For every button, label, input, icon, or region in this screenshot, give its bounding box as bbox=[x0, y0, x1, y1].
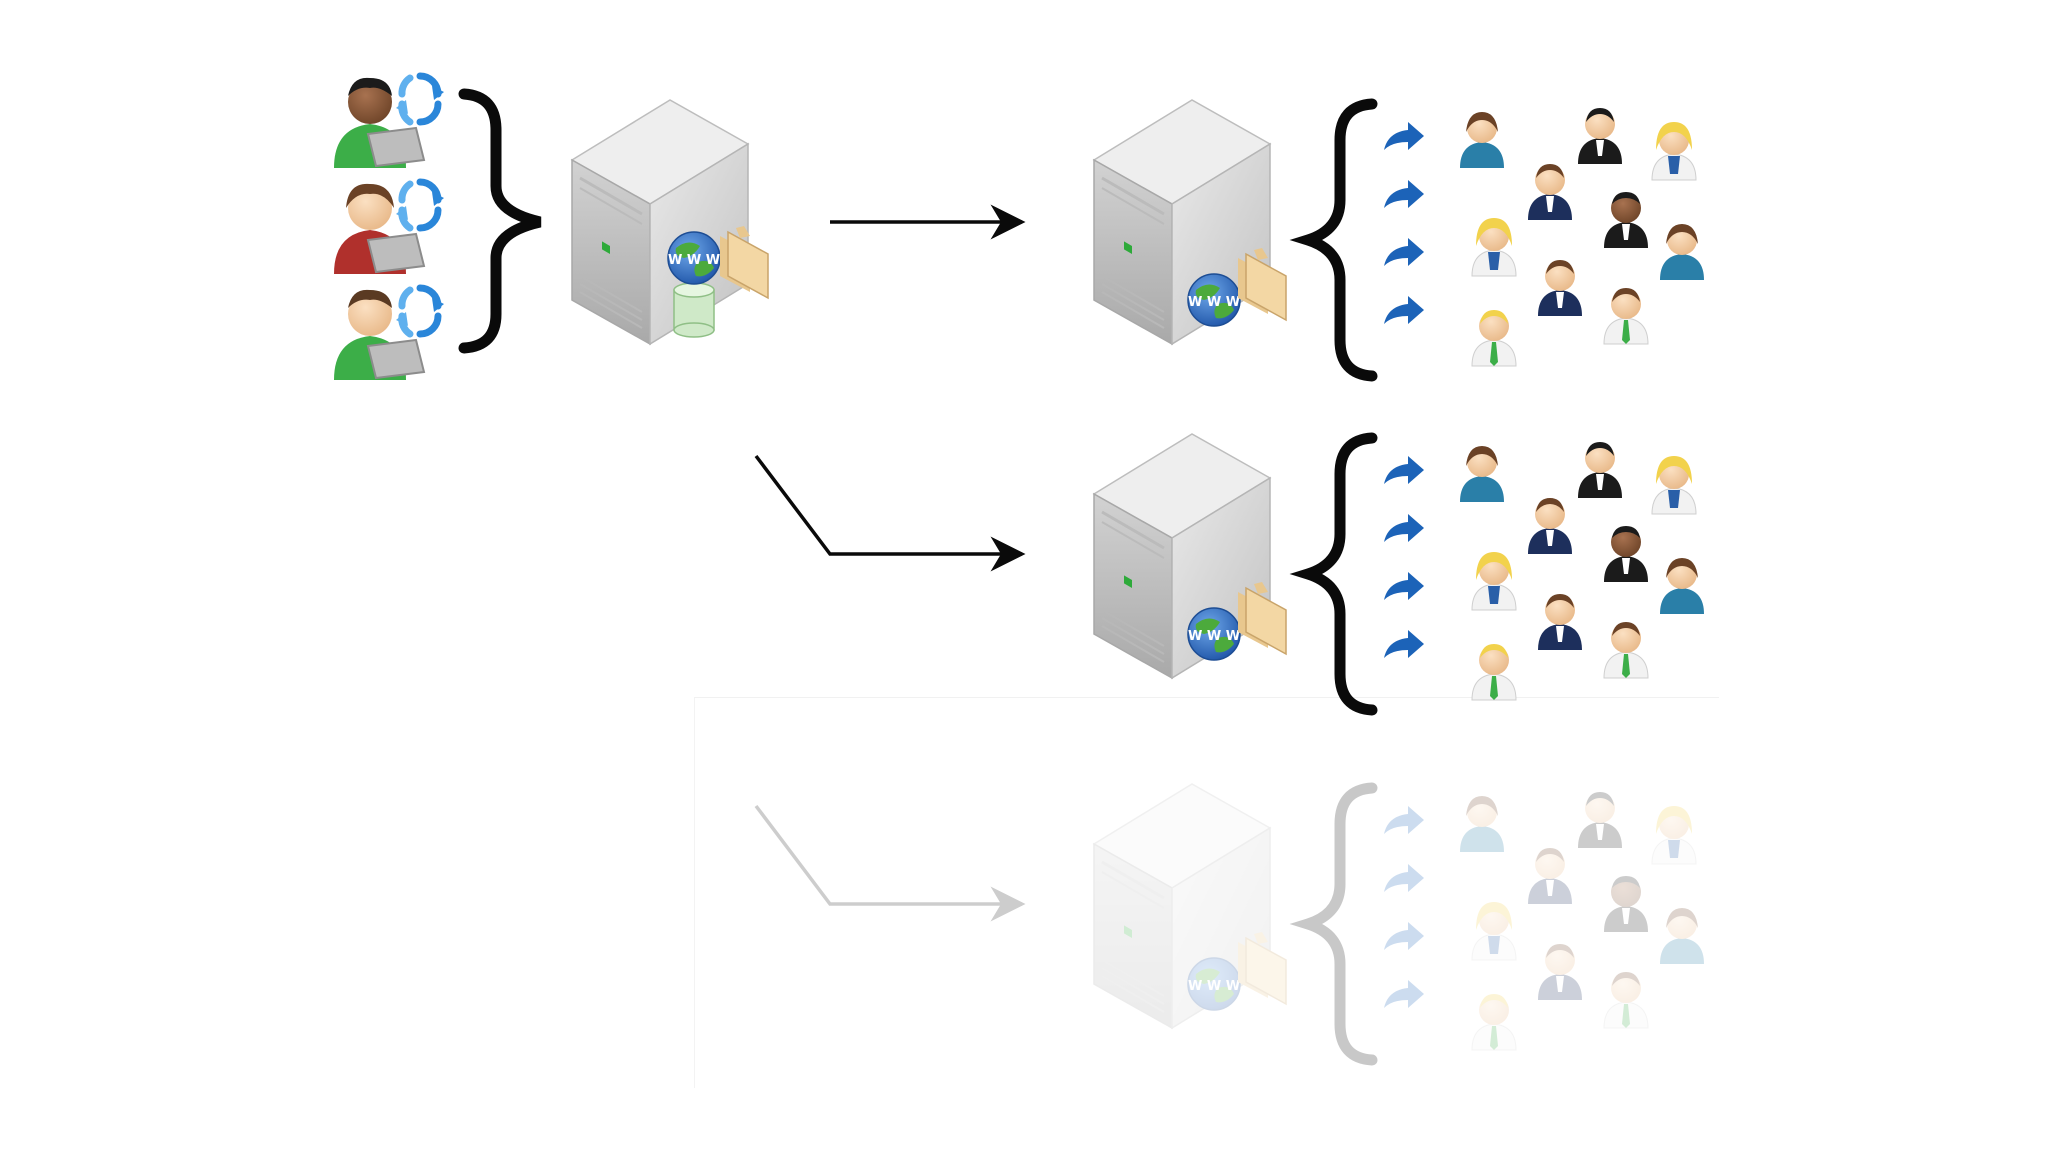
globe-icon bbox=[667, 231, 721, 285]
fade-panel bbox=[694, 697, 1719, 1088]
replica-group-3-faded bbox=[1094, 784, 1704, 1060]
author-group bbox=[334, 76, 444, 380]
replica-group-1 bbox=[1094, 100, 1704, 376]
origin-server bbox=[570, 98, 769, 346]
author-person-1 bbox=[334, 76, 444, 168]
author-person-3 bbox=[334, 288, 444, 380]
replication-arrows bbox=[754, 204, 1026, 922]
arrow-to-replica-2 bbox=[754, 454, 1026, 572]
arrow-to-replica-3 bbox=[754, 804, 1026, 922]
database-icon bbox=[673, 282, 715, 338]
authors-brace bbox=[458, 88, 542, 354]
author-person-2 bbox=[334, 182, 444, 274]
replica-group-2 bbox=[1094, 434, 1704, 710]
